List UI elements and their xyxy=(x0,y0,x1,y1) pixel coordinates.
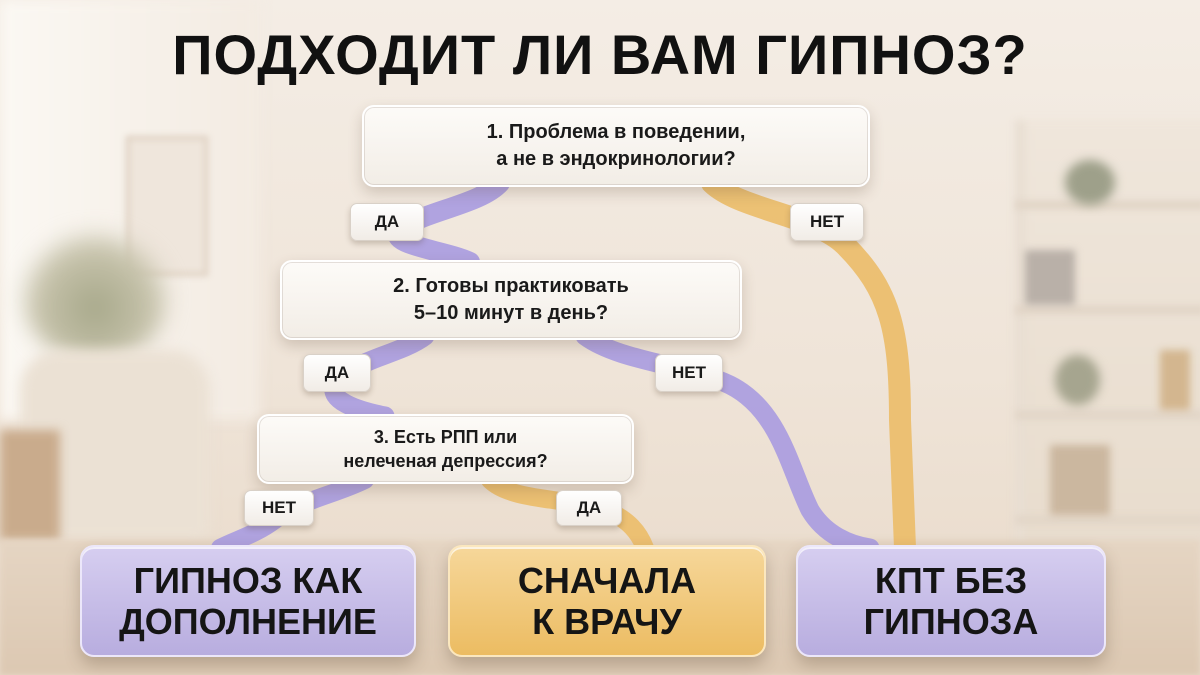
potted-plant xyxy=(20,230,170,360)
connector-q1-no xyxy=(701,172,916,559)
question-1-text: 1. Проблема в поведении, а не в эндокрин… xyxy=(486,121,746,170)
outcome-2-text: СНАЧАЛА К ВРАЧУ xyxy=(517,559,697,642)
question-2-text: 2. Готовы практиковать 5–10 минут в день… xyxy=(393,275,629,324)
small-plant xyxy=(1065,160,1115,205)
branch-label-q3-yes: ДА xyxy=(556,490,622,526)
outcome-cbt-without-hypnosis: КПТ БЕЗ ГИПНОЗА xyxy=(796,545,1106,657)
branch-label-q3-no: НЕТ xyxy=(244,490,314,526)
books xyxy=(1160,350,1190,410)
page-title: ПОДХОДИТ ЛИ ВАМ ГИПНОЗ? xyxy=(172,23,1028,86)
books xyxy=(1025,250,1075,305)
branch-label-q2-yes: ДА xyxy=(303,354,371,392)
outcome-1-text: ГИПНОЗ КАК ДОПОЛНЕНИЕ xyxy=(119,559,377,642)
outcome-see-doctor-first: СНАЧАЛА К ВРАЧУ xyxy=(448,545,766,657)
shelf-board xyxy=(1015,410,1200,420)
side-table xyxy=(0,430,60,540)
branch-label-q1-yes: ДА xyxy=(350,203,424,241)
question-1-box: 1. Проблема в поведении, а не в эндокрин… xyxy=(362,105,870,187)
branch-label-q1-no: НЕТ xyxy=(790,203,864,241)
shelf-board xyxy=(1015,515,1200,525)
outcome-3-text: КПТ БЕЗ ГИПНОЗА xyxy=(863,559,1039,642)
outcome-hypnosis-supplement: ГИПНОЗ КАК ДОПОЛНЕНИЕ xyxy=(80,545,416,657)
shelf-board xyxy=(1015,200,1200,210)
small-plant xyxy=(1055,355,1100,405)
question-3-box: 3. Есть РПП или нелеченая депрессия? xyxy=(257,414,634,484)
question-2-box: 2. Готовы практиковать 5–10 минут в день… xyxy=(280,260,742,340)
branch-label-q2-no: НЕТ xyxy=(655,354,723,392)
shelf-board xyxy=(1015,305,1200,315)
connector-q2-no xyxy=(575,326,880,558)
question-3-text: 3. Есть РПП или нелеченая депрессия? xyxy=(343,426,548,471)
books xyxy=(1050,445,1110,515)
